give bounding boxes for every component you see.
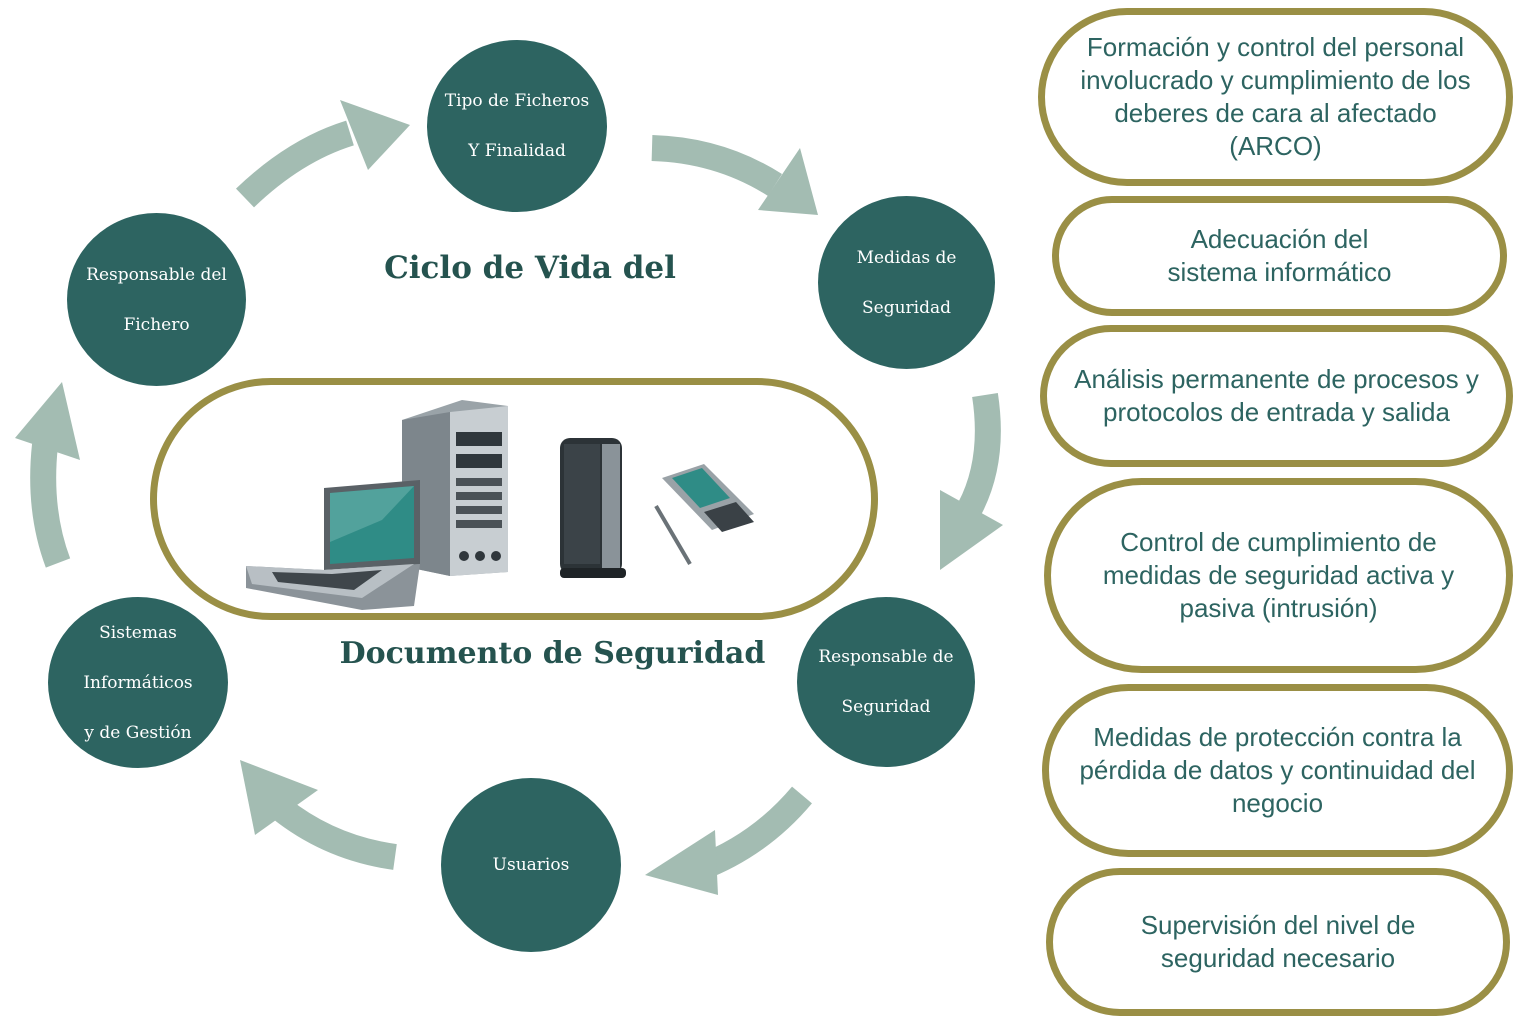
cycle-node: Usuarios xyxy=(441,778,621,952)
node-line: Usuarios xyxy=(492,855,570,875)
measure-text: Medidas de protección contra la pérdida … xyxy=(1079,722,1476,818)
node-line: Responsable del xyxy=(86,264,227,285)
arrowhead-1 xyxy=(340,100,410,170)
measure-text: Adecuación del sistema informático xyxy=(1167,224,1392,287)
node-line: y de Gestión xyxy=(84,722,192,743)
node-line: Responsable de xyxy=(818,647,954,667)
arrowhead-5 xyxy=(240,760,318,835)
pda-phone-icon xyxy=(654,464,754,566)
arrowhead-3 xyxy=(940,490,1003,570)
computer-equipment-image xyxy=(246,400,754,610)
cycle-node: Medidas de Seguridad xyxy=(818,196,995,369)
node-line: Tipo de Ficheros xyxy=(444,91,590,111)
measure-text: Formación y control del personal involuc… xyxy=(1080,32,1471,161)
node-line: Fichero xyxy=(123,314,190,335)
measure-item: Control de cumplimiento de medidas de se… xyxy=(1044,478,1513,673)
arrow-5 xyxy=(271,797,397,870)
measure-item: Formación y control del personal involuc… xyxy=(1038,8,1513,186)
cycle-node: Responsable de Seguridad xyxy=(797,597,975,767)
node-line: Informáticos xyxy=(83,672,193,693)
arrow-3 xyxy=(958,393,1001,515)
arrow-6 xyxy=(30,443,71,568)
measure-item: Medidas de protección contra la pérdida … xyxy=(1042,684,1513,857)
cycle-title-line2: Documento de Seguridad xyxy=(339,636,766,671)
measure-item: Supervisión del nivel de seguridad neces… xyxy=(1046,868,1510,1016)
node-line: Sistemas xyxy=(99,622,177,643)
node-line: Y Finalidad xyxy=(468,141,566,161)
arrow-1 xyxy=(235,120,355,208)
node-line: Medidas de xyxy=(856,247,957,268)
arrowhead-4 xyxy=(645,830,718,895)
measure-text: Supervisión del nivel de seguridad neces… xyxy=(1140,910,1416,973)
cycle-title-line1: Ciclo de Vida del xyxy=(384,250,676,286)
measure-item: Adecuación del sistema informático xyxy=(1052,196,1507,316)
laptop-icon xyxy=(246,480,420,610)
measure-item: Análisis permanente de procesos y protoc… xyxy=(1040,325,1513,467)
node-line: Seguridad xyxy=(841,697,931,717)
arrowhead-6 xyxy=(15,382,80,460)
arrowhead-2 xyxy=(758,148,818,215)
mini-pc-icon xyxy=(560,438,626,578)
measure-text: Control de cumplimiento de medidas de se… xyxy=(1102,527,1455,623)
node-line: Seguridad xyxy=(861,297,951,318)
arrow-2 xyxy=(651,135,782,197)
measure-text: Análisis permanente de procesos y protoc… xyxy=(1074,364,1479,427)
cycle-arrows xyxy=(15,100,1003,895)
cycle-node: Tipo de Ficheros Y Finalidad xyxy=(427,40,607,212)
